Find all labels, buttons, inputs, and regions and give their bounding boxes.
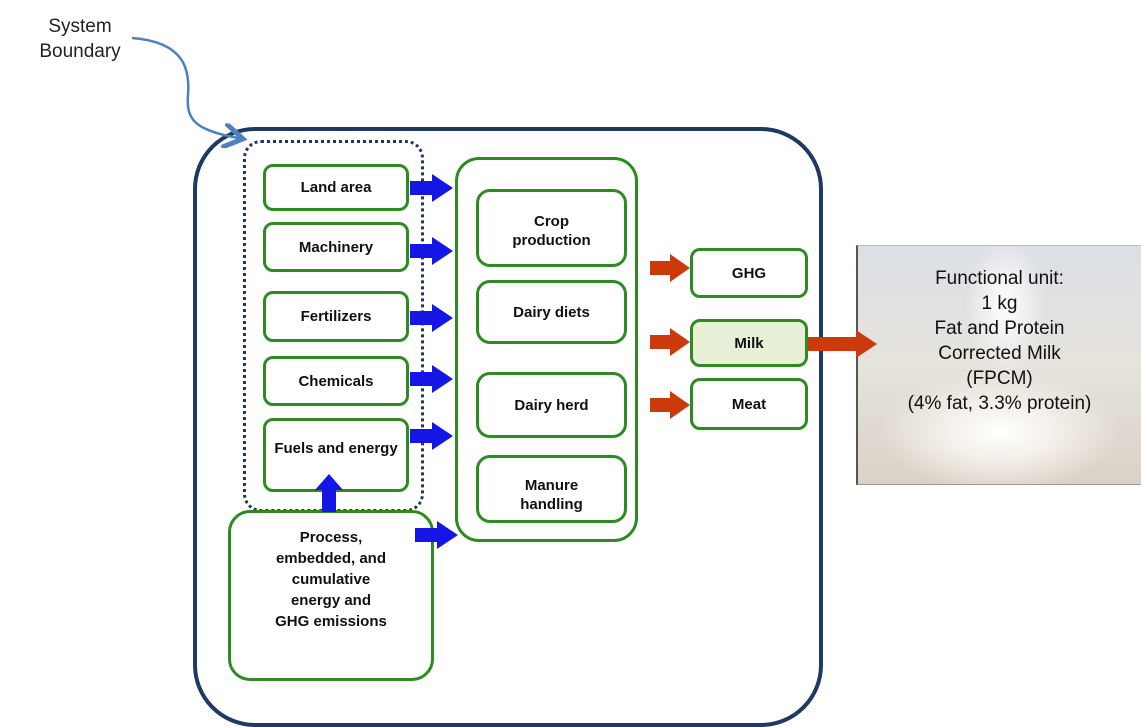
arrow-process-to-fuels bbox=[315, 474, 343, 512]
farm-dairy-diets-box: Dairy diets bbox=[476, 280, 627, 344]
farm-crop-production-box: Crop production bbox=[476, 189, 627, 267]
arrow-farm-to-ghg bbox=[650, 254, 690, 282]
boundary-pointer-curved-arrow bbox=[131, 36, 238, 138]
process-line4: energy and bbox=[290, 592, 371, 609]
arrow-chemicals-to-farm bbox=[410, 365, 453, 393]
arrows-overlay bbox=[131, 36, 877, 549]
functional-unit-box: Functional unit: 1 kg Fat and Protein Co… bbox=[856, 245, 1141, 485]
arrow-fuels-to-farm bbox=[410, 422, 453, 450]
farm-dairy-diets-label: Dairy diets bbox=[513, 303, 590, 321]
output-ghg-box: GHG bbox=[690, 248, 808, 298]
input-chemicals-box: Chemicals bbox=[263, 356, 409, 406]
functional-unit-line5: (FPCM) bbox=[966, 368, 1033, 389]
functional-unit-line4: Corrected Milk bbox=[938, 343, 1061, 364]
input-fuels-energy-label: Fuels and energy bbox=[274, 440, 398, 457]
process-line3: cumulative bbox=[291, 571, 371, 588]
input-machinery-box: Machinery bbox=[263, 222, 409, 272]
system-boundary-line2: Boundary bbox=[39, 41, 121, 62]
input-chemicals-label: Chemicals bbox=[298, 372, 374, 390]
arrow-farm-to-meat bbox=[650, 391, 690, 419]
farm-manure-handling-box: Manure handling bbox=[476, 455, 627, 523]
input-fuels-energy-box: Fuels and energy bbox=[263, 418, 409, 492]
arrow-process-to-farm bbox=[415, 521, 458, 549]
process-emissions-box: Process, embedded, and cumulative energy… bbox=[228, 510, 434, 681]
output-meat-label: Meat bbox=[731, 395, 767, 413]
dairy-farm-container bbox=[455, 157, 638, 542]
functional-unit-line2: 1 kg bbox=[981, 293, 1018, 314]
output-milk-label: Milk bbox=[734, 334, 764, 352]
farm-manure-handling-label: Manure handling bbox=[520, 477, 583, 513]
output-meat-box: Meat bbox=[690, 378, 808, 430]
functional-unit-line3: Fat and Protein bbox=[934, 318, 1065, 339]
input-land-area-box: Land area bbox=[263, 164, 409, 211]
output-milk-box: Milk bbox=[690, 319, 808, 367]
input-fertilizers-box: Fertilizers bbox=[263, 291, 409, 342]
arrow-land-area-to-farm bbox=[410, 174, 453, 202]
arrow-machinery-to-farm bbox=[410, 237, 453, 265]
arrow-fertilizers-to-farm bbox=[410, 304, 453, 332]
system-boundary-line1: System bbox=[48, 16, 112, 37]
functional-unit-line1: Functional unit: bbox=[935, 268, 1064, 289]
process-line1: Process, bbox=[299, 529, 363, 546]
output-ghg-label: GHG bbox=[731, 264, 767, 282]
arrow-milk-to-functional-unit bbox=[808, 330, 877, 358]
input-machinery-label: Machinery bbox=[298, 238, 374, 256]
farm-dairy-herd-label: Dairy herd bbox=[514, 396, 589, 414]
farm-crop-production-label: Crop production bbox=[512, 213, 591, 249]
arrow-farm-to-milk bbox=[650, 328, 690, 356]
system-boundary-label: System Boundary bbox=[20, 14, 140, 64]
input-land-area-label: Land area bbox=[300, 179, 372, 196]
process-line2: embedded, and bbox=[275, 550, 386, 567]
farm-dairy-herd-box: Dairy herd bbox=[476, 372, 627, 438]
functional-unit-line6: (4% fat, 3.3% protein) bbox=[907, 393, 1092, 414]
process-line5: GHG emissions bbox=[275, 613, 387, 630]
input-fertilizers-label: Fertilizers bbox=[300, 308, 372, 325]
